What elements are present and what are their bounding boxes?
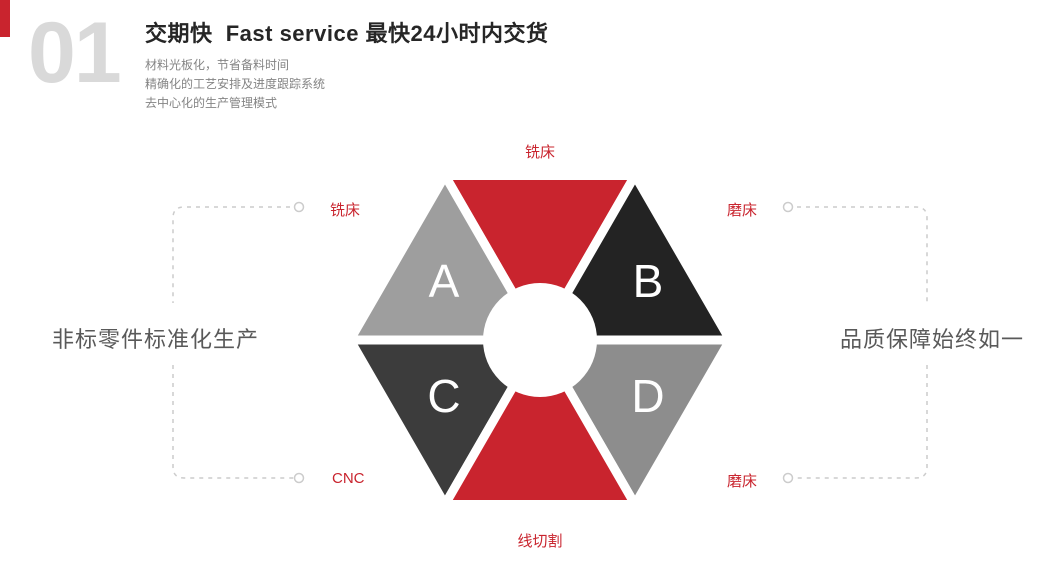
label-top: 铣床 xyxy=(524,144,556,161)
connector-left-top xyxy=(172,206,299,303)
label-bottom: 线切割 xyxy=(517,533,563,550)
center-hub-circle xyxy=(483,283,597,397)
label-top-right: 磨床 xyxy=(727,202,758,219)
hexagon-segments xyxy=(345,171,735,509)
subtitle-line-3: 去中心化的生产管理模式 xyxy=(145,96,278,110)
connector-left-bottom xyxy=(172,365,299,479)
subtitle-block: 材料光板化，节省备料时间 精确化的工艺安排及进度跟踪系统 去中心化的生产管理模式 xyxy=(145,56,549,113)
subtitle-line-2: 精确化的工艺安排及进度跟踪系统 xyxy=(145,77,326,91)
label-top-left: 铣床 xyxy=(330,202,361,219)
marker-right-top-circle xyxy=(782,201,794,213)
connector-lines xyxy=(172,206,928,479)
marker-left-bottom-circle xyxy=(293,472,305,484)
label-bottom-left: CNC xyxy=(332,470,365,487)
page-title: 交期快 Fast service 最快24小时内交货 xyxy=(145,21,549,46)
segment-letter-b: B xyxy=(632,255,664,307)
marker-left-top-circle xyxy=(293,201,305,213)
side-note-left: 非标零件标准化生产 xyxy=(52,327,260,352)
connector-right-bottom xyxy=(788,365,928,479)
segment-bottom-triangle xyxy=(440,335,640,509)
side-note-right: 品质保障始终如一 xyxy=(840,327,1025,352)
marker-right-bottom-circle xyxy=(782,472,794,484)
subtitle-line-1: 材料光板化，节省备料时间 xyxy=(145,58,290,72)
segment-letter-a: A xyxy=(428,255,460,307)
connector-right-top xyxy=(788,206,928,303)
section-number: 01 xyxy=(28,5,122,101)
segment-letter-d: D xyxy=(631,370,665,422)
corner-accent-bar xyxy=(0,0,10,37)
label-bottom-right: 磨床 xyxy=(727,473,758,490)
header: 交期快 Fast service 最快24小时内交货 材料光板化，节省备料时间 … xyxy=(145,16,549,113)
connector-markers xyxy=(293,201,794,484)
segment-letter-c: C xyxy=(427,370,461,422)
